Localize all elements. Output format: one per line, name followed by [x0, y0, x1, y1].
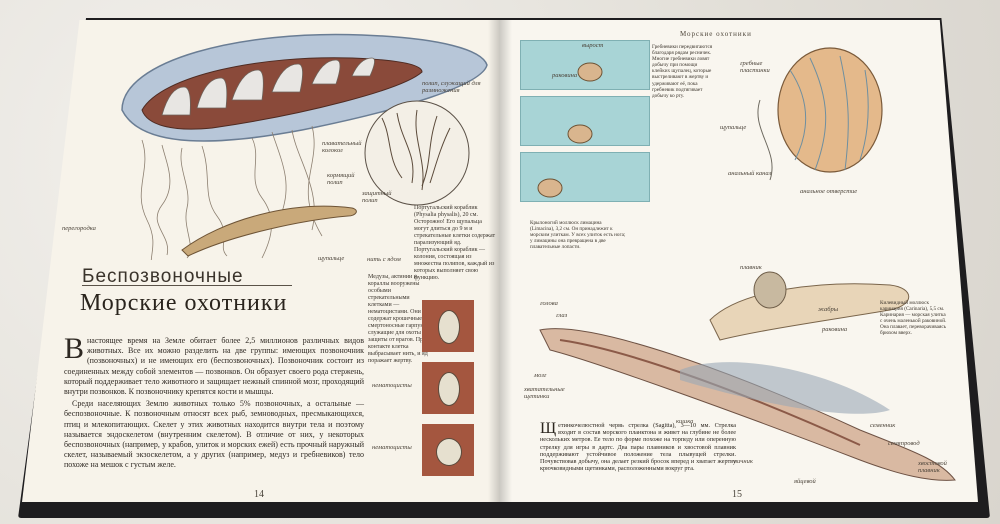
label-feeding-polyp: кормящий полип — [327, 172, 355, 186]
limacina-shell-2 — [567, 124, 593, 144]
page-title: Морские охотники — [80, 290, 288, 316]
caption-carinaria: Килевидный моллюск каринария (Carinaria)… — [880, 300, 947, 337]
caption-physalia: Португальский кораблик (Physalia physali… — [414, 205, 496, 281]
label-sperm-duct: семяпровод — [888, 440, 920, 447]
page-number-right: 15 — [732, 489, 742, 500]
limacina-shell-3 — [537, 178, 563, 198]
nematocyst-panel-1 — [422, 300, 474, 352]
book-gutter — [488, 20, 512, 502]
title-rule — [82, 285, 292, 286]
label-grasping-bristles: хватательные щетинки — [524, 386, 565, 400]
nematocyst-panel-2 — [422, 362, 474, 414]
label-outgrowth: вырост — [582, 42, 604, 49]
label-ovary: яичник — [734, 458, 753, 465]
label-reproductive-polyp: полип, служащий для размножения — [422, 80, 481, 94]
label-fin: плавник — [740, 264, 762, 271]
label-brain: мозг — [534, 372, 547, 379]
ctenophore-illustration — [757, 47, 883, 181]
label-septum: перегородка — [62, 225, 96, 232]
nematocyst-panel-3 — [422, 424, 474, 476]
right-page: Морские охотники вырост раковина Гребнев… — [500, 20, 978, 502]
label-nematocyst-1: нематоцисты — [372, 382, 412, 389]
label-egg: яйцевой — [794, 478, 816, 485]
label-anal-opening: анальное отверстие — [800, 188, 858, 195]
section-kicker: Беспозвоночные — [82, 266, 244, 287]
sagitta-illustration — [539, 328, 956, 481]
label-nematocyst-2: нематоцисты — [372, 444, 412, 451]
dropcap: В — [64, 332, 85, 365]
lead-paragraph-1: настоящее время на Земле обитает более 2… — [64, 336, 364, 397]
limacina-shell-1 — [577, 62, 603, 82]
carinaria-illustration — [709, 271, 910, 341]
label-tentacle-right: щупальце — [720, 124, 747, 131]
label-float-bell: плавательный колокол — [322, 140, 362, 154]
portuguese-man-of-war-illustration — [121, 33, 488, 260]
label-anal-canal: анальный канал — [728, 170, 772, 177]
label-gills: жабры — [818, 306, 839, 313]
label-shell-carinaria: раковина — [822, 326, 848, 333]
label-tentacle: щупальце — [318, 255, 345, 262]
label-intestine: кишка — [676, 418, 694, 425]
label-venom-thread: нить с ядом — [367, 256, 401, 263]
sagitta-paragraph: етинкочелюстной червь стрелка (Sagitta),… — [540, 422, 736, 473]
running-head: Морские охотники — [680, 30, 752, 38]
polyp-detail-circle — [364, 100, 470, 206]
caption-ctenophore: Гребневики передвигаются благодаря рядам… — [652, 44, 713, 99]
label-protective-polyp: защитный полип — [362, 190, 392, 204]
lead-paragraph-2: Среди населяющих Землю животных только 5… — [64, 399, 364, 470]
label-shell: раковина — [552, 72, 578, 79]
caption-limacina: Крылоногий моллюск лимацина (Limacina), … — [530, 220, 626, 251]
label-comb-plates: гребные пластинки — [740, 60, 770, 74]
label-tail-fin: хвостовой плавник — [918, 460, 947, 474]
page-number-left: 14 — [254, 489, 264, 500]
label-testis: семенник — [870, 422, 896, 429]
label-eye: глаз — [556, 312, 568, 319]
sagitta-dropcap: Щ — [540, 420, 557, 437]
caption-nematocysts: Медузы, актинии и кораллы вооружены особ… — [368, 274, 432, 364]
left-page: перегородка щупальце плавательный колоко… — [22, 20, 501, 502]
label-head: голова — [540, 300, 558, 307]
